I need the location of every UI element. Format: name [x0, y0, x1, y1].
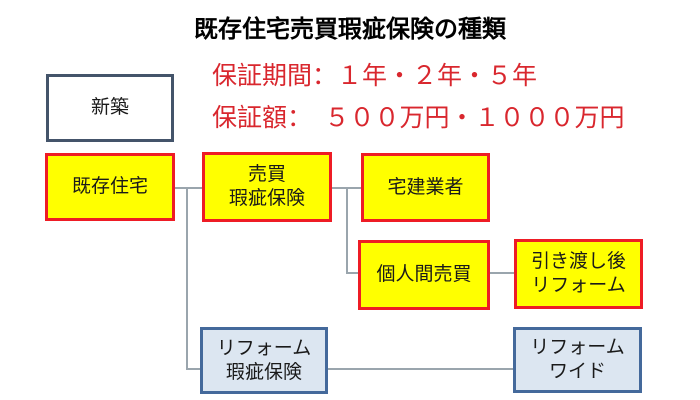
connector-reform-kashi-to-wide	[328, 368, 513, 370]
node-baibai-kashi-hoken: 売買 瑕疵保険	[202, 152, 332, 222]
node-shinchiku: 新築	[46, 74, 174, 142]
warranty-period-text: 保証期間：１年・２年・５年	[212, 61, 538, 90]
connector-kojinkan-to-hikiwatashigo	[490, 272, 514, 274]
node-kojinkan-baibai: 個人間売買	[358, 240, 490, 310]
node-reform-kashi-hoken: リフォーム 瑕疵保険	[200, 327, 328, 394]
node-takken-gyosha: 宅建業者	[361, 153, 490, 222]
page-title: 既存住宅売買瑕疵保険の種類	[194, 15, 506, 43]
node-kison-jutaku: 既存住宅	[45, 153, 175, 221]
node-hikiwatashigo-reform: 引き渡し後 リフォーム	[514, 239, 643, 309]
node-reform-wide: リフォーム ワイド	[513, 327, 642, 393]
warranty-amount-text: 保証額： ５００万円・１０００万円	[212, 103, 625, 132]
connector-kison-branch-vertical	[186, 187, 188, 370]
connector-baibai-branch-vertical	[346, 187, 348, 274]
connector-kison-to-baibai	[175, 187, 203, 189]
connector-branch-to-kojinkan	[346, 272, 358, 274]
connector-branch-to-reform-kashi	[186, 368, 202, 370]
